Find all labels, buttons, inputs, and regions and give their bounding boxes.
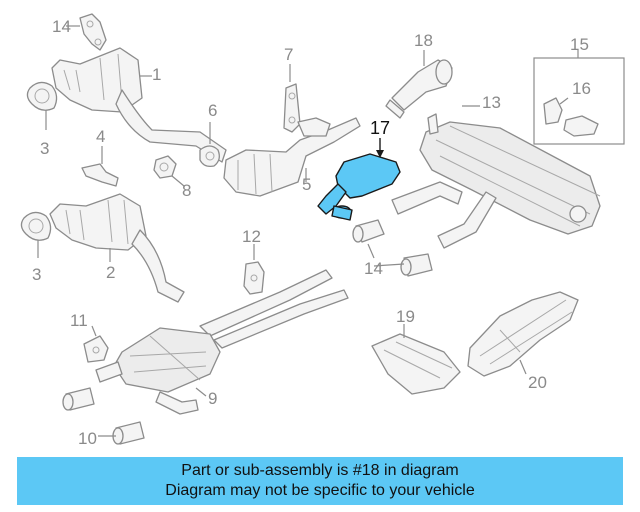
info-banner: Part or sub-assembly is #18 in diagram D… — [17, 457, 623, 505]
part-3-gasket-lower — [20, 211, 52, 241]
exhaust-system-diagram: 14 1 3 4 6 7 8 5 18 15 16 13 17 3 2 12 1… — [20, 13, 625, 448]
callout-17: 16 — [572, 79, 591, 98]
callout-4: 14 — [52, 17, 71, 36]
part-7-gasket — [199, 145, 220, 168]
callout-7: 6 — [208, 101, 217, 120]
part-21-heat-shield — [467, 291, 579, 377]
part-12-hanger — [83, 335, 109, 363]
callout-19: 18 — [414, 31, 433, 50]
callout-1: 1 — [152, 65, 161, 84]
part-6-front-pipe — [223, 117, 361, 197]
callout-3-upper: 3 — [40, 139, 49, 158]
callout-9: 8 — [182, 181, 191, 200]
part-18-middle-silencer — [317, 153, 401, 221]
callout-5: 4 — [96, 127, 105, 146]
part-13-bracket — [243, 261, 265, 295]
part-15-clamp-upper — [352, 219, 385, 243]
callout-2: 2 — [106, 263, 115, 282]
callout-15: 14 — [364, 259, 383, 278]
callout-21: 20 — [528, 373, 547, 392]
part-5-bracket — [81, 163, 119, 187]
callout-14: 13 — [482, 93, 501, 112]
callout-16: 15 — [570, 35, 589, 54]
part-9-nut — [153, 155, 177, 179]
callout-8: 7 — [284, 45, 293, 64]
callout-10: 9 — [208, 389, 217, 408]
part-2-catalytic-converter-lower — [49, 193, 185, 303]
part-4-bracket — [79, 13, 107, 51]
part-8-hanger — [283, 83, 331, 137]
callout-3-lower: 3 — [32, 265, 41, 284]
callout-18: 17 — [370, 118, 390, 138]
banner-line-2: Diagram may not be specific to your vehi… — [165, 482, 475, 499]
part-3-gasket-upper — [26, 81, 58, 111]
part-20-heat-shield — [371, 333, 461, 395]
part-11-clamp-lower — [112, 421, 145, 445]
part-15-clamp-lower — [400, 253, 433, 277]
part-16-hardware-kit-box — [533, 57, 625, 145]
callout-13: 12 — [242, 227, 261, 246]
callout-12: 11 — [70, 311, 88, 330]
part-14-rear-muffler — [391, 113, 601, 249]
part-19-tailpipe-tip — [385, 59, 453, 119]
callout-11: 10 — [78, 429, 97, 448]
part-11-clamp-upper — [62, 387, 95, 411]
callout-6: 5 — [302, 175, 311, 194]
part-1-catalytic-converter-upper — [51, 47, 227, 163]
callout-20: 19 — [396, 307, 415, 326]
banner-line-1: Part or sub-assembly is #18 in diagram — [181, 462, 459, 479]
part-10-center-muffler — [95, 269, 349, 415]
